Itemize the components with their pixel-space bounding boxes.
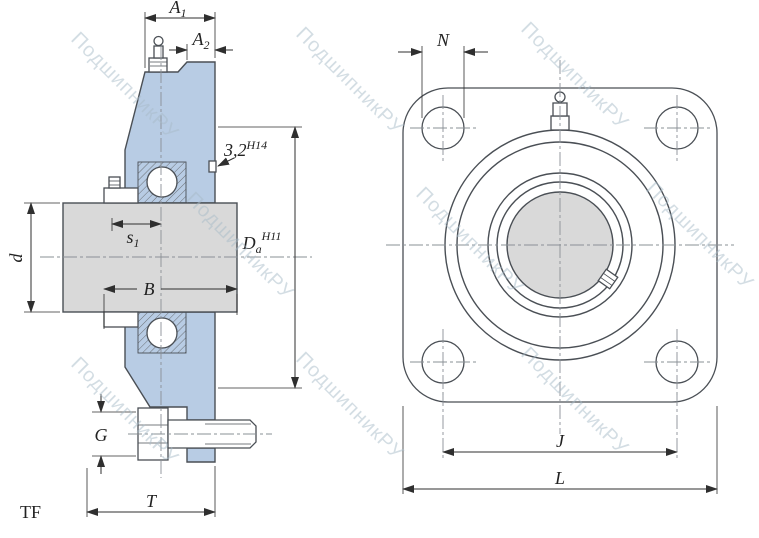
inner-ring-collar-bottom [103, 311, 139, 328]
dim-label-n: N [436, 30, 450, 50]
front-dimensions: N J L [398, 30, 718, 494]
watermark: ПодшипникРУ [291, 23, 407, 139]
bearing-ball-bottom [146, 317, 178, 349]
section-dimensions: A1 A2 3,2H14 s1 d [6, 0, 302, 522]
dim-label-d: d [6, 253, 26, 263]
grease-nipple-icon [148, 35, 168, 73]
dim-da: DaH11 [218, 126, 302, 389]
dim-s1: s1 [111, 218, 162, 250]
dim-label-s1: s1 [126, 227, 139, 250]
dim-label-slot: 3,2H14 [223, 138, 267, 160]
section-view [40, 35, 312, 478]
watermark: ПодшипникРУ [291, 348, 407, 464]
dim-label-g: G [95, 425, 108, 445]
dim-slot: 3,2H14 [217, 138, 267, 167]
dim-t-dim: T [86, 466, 216, 517]
collar-set-screw [108, 176, 121, 189]
dim-a2: A2 [169, 29, 233, 60]
dim-j: J [442, 392, 678, 458]
dim-n: N [398, 30, 488, 118]
dim-d: d [6, 202, 60, 313]
dim-label-t: T [146, 491, 158, 511]
dim-l: L [402, 406, 718, 494]
bearing-ball-top [146, 166, 178, 198]
dim-b: B [103, 279, 238, 329]
set-screw-front-icon [597, 268, 619, 290]
housing-flange-foot [186, 447, 216, 463]
bolt-holes [410, 95, 710, 395]
dim-label-a2: A2 [192, 29, 210, 52]
dim-label-a1: A1 [169, 0, 187, 20]
flange-slot-notch [208, 160, 217, 173]
dim-label-b: B [144, 279, 155, 299]
designation-tf: TF [20, 502, 41, 522]
dim-label-da: DaH11 [242, 229, 282, 256]
dim-label-j: J [556, 431, 565, 451]
dim-g: G [92, 394, 136, 474]
front-view [386, 60, 734, 434]
inner-ring-collar-top [103, 187, 139, 204]
dim-label-l: L [554, 468, 565, 488]
